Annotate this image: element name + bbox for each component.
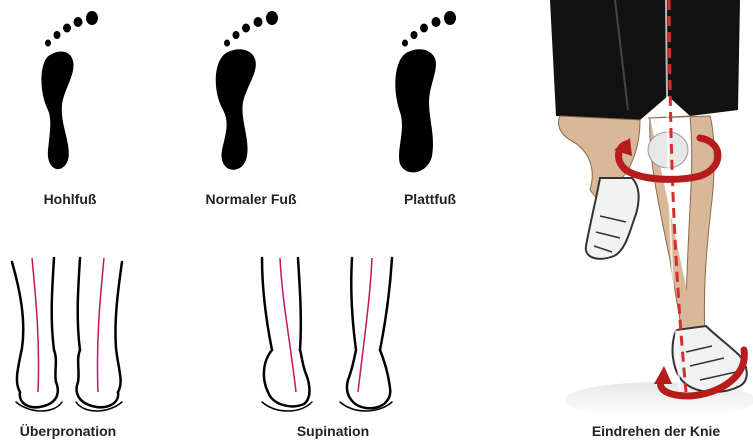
supination-label: Supination [297, 423, 369, 439]
knee-rotation-illustration [550, 0, 753, 418]
normaler-fuss-footprint [216, 11, 278, 170]
ueberpronation-label: Überpronation [20, 423, 116, 439]
hohlfuss-footprint [41, 11, 98, 169]
ueberpronation-axis-lines [32, 258, 104, 392]
hohlfuss-label: Hohlfuß [44, 191, 97, 207]
supination-axis-lines [280, 258, 372, 392]
plattfuss-label: Plattfuß [404, 191, 456, 207]
ueberpronation-legs [12, 258, 122, 411]
normaler-fuss-label: Normaler Fuß [205, 191, 296, 207]
plattfuss-footprint [395, 11, 456, 172]
eindrehen-label: Eindrehen der Knie [592, 423, 720, 439]
